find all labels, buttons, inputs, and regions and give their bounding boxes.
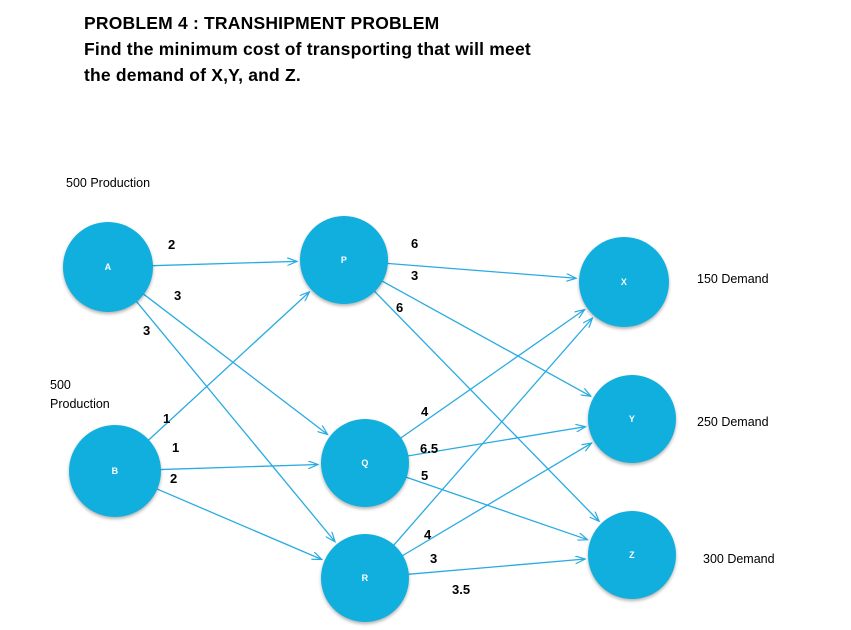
edge-p-to-y [381,280,591,397]
edge-r-to-z [407,559,585,575]
edge-p-to-z [373,290,599,522]
demand-z-label: 300 Demand [703,552,775,566]
cost-label-a-q: 3 [174,288,182,303]
node-label-x: X [620,277,628,287]
cost-label-r-z: 3.5 [452,582,471,597]
edge-p-to-x [386,262,576,278]
cost-label-q-z: 5 [421,468,429,483]
node-label-z: Z [629,550,635,560]
node-label-b: B [111,466,119,476]
cost-label-b-r: 2 [170,471,178,486]
edge-b-to-q [159,465,318,471]
node-b[interactable]: B [69,425,161,517]
node-y[interactable]: Y [588,375,676,463]
cost-label-p-y: 3 [411,268,419,283]
node-a[interactable]: A [63,222,153,312]
edge-b-to-p [147,292,309,441]
node-label-q: Q [361,458,369,468]
edge-b-to-r [156,488,321,560]
cost-label-p-z: 6 [396,300,404,315]
page-title: PROBLEM 4 : TRANSHIPMENT PROBLEM Find th… [84,10,724,88]
edge-a-to-p [151,261,297,267]
edge-q-to-y [407,427,585,457]
supply-b-label: 500 Production [50,378,110,411]
edge-r-to-y [401,443,592,557]
cost-label-a-p: 2 [168,237,176,252]
cost-label-r-x: 4 [424,527,432,542]
cost-label-b-p: 1 [163,411,171,426]
node-x[interactable]: X [579,237,669,327]
demand-x-label: 150 Demand [697,272,769,286]
edge-q-to-x [399,310,584,439]
node-label-p: P [340,255,348,265]
demand-y-label: 250 Demand [697,415,769,429]
problem-statement-line-2: the demand of X,Y, and Z. [84,65,301,85]
edge-q-to-z [405,476,588,540]
node-z[interactable]: Z [588,511,676,599]
node-p[interactable]: P [300,216,388,304]
node-label-a: A [104,262,112,272]
cost-label-q-y: 6.5 [420,441,439,456]
supply-a-label: 500 Production [66,176,151,190]
edge-r-to-x [392,318,592,547]
node-label-r: R [361,573,369,583]
cost-label-q-x: 4 [421,404,429,419]
node-q[interactable]: Q [321,419,409,507]
problem-title-line: PROBLEM 4 : TRANSHIPMENT PROBLEM [84,13,440,33]
node-label-y: Y [628,414,636,424]
node-r[interactable]: R [321,534,409,622]
edge-a-to-r [135,300,335,542]
cost-label-r-y: 3 [430,551,438,566]
problem-statement-line-1: Find the minimum cost of transporting th… [84,39,531,59]
cost-label-a-r: 3 [143,323,151,338]
cost-label-p-x: 6 [411,236,419,251]
cost-label-b-q: 1 [172,440,180,455]
edge-a-to-q [142,293,328,435]
